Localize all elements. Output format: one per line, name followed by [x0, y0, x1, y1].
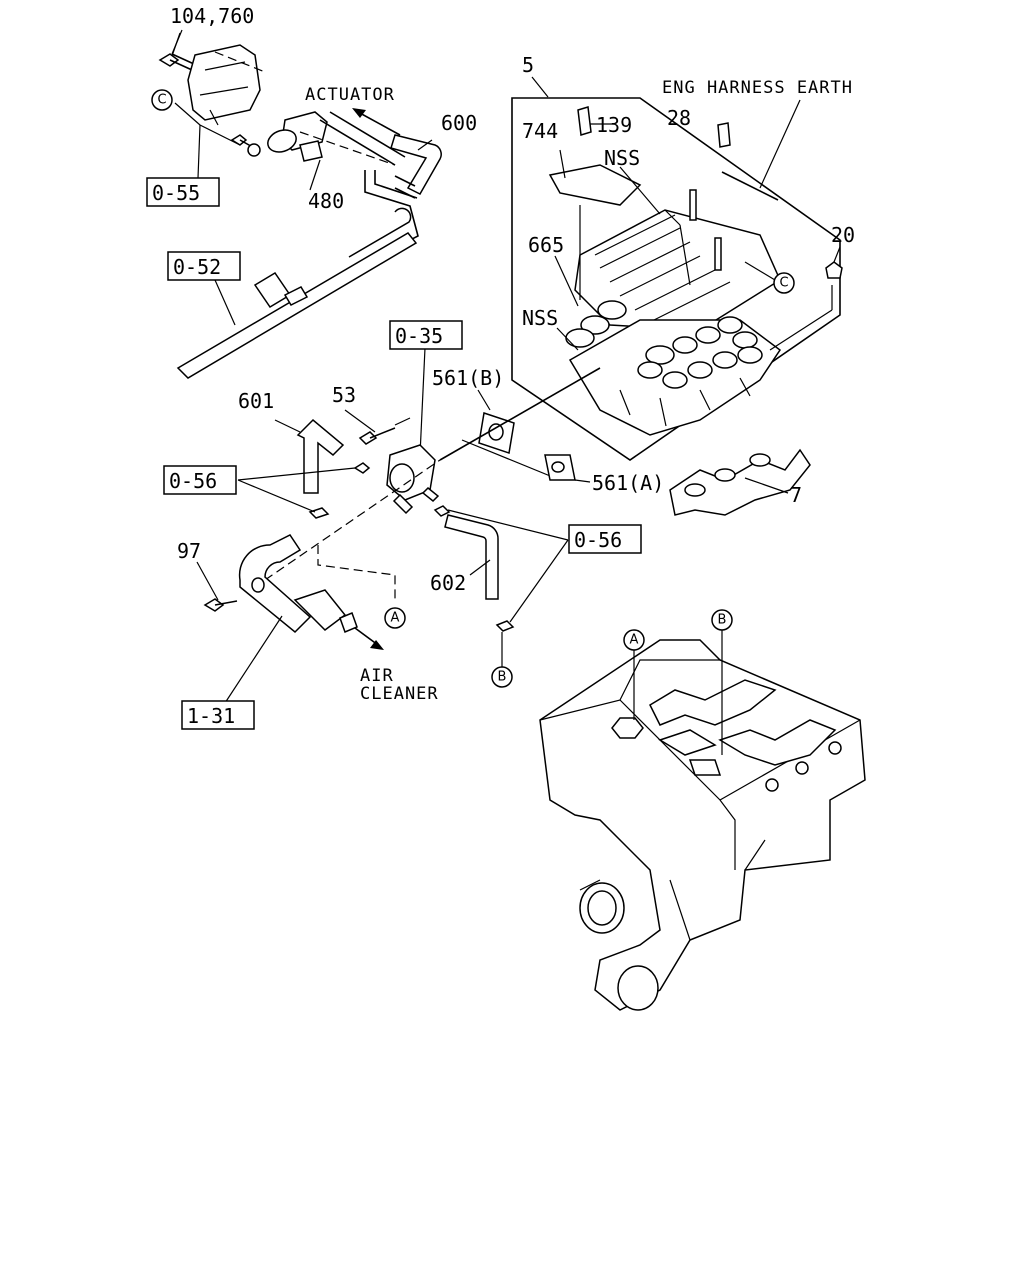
svg-text:B: B: [718, 613, 727, 628]
svg-text:A: A: [391, 611, 400, 626]
svg-text:0-56: 0-56: [169, 469, 217, 493]
svg-text:0-56: 0-56: [574, 528, 622, 552]
label-561b: 561(B): [432, 366, 504, 390]
gasket-561b: [439, 367, 601, 481]
label-561a: 561(A): [592, 471, 664, 495]
ref-box-0-52[interactable]: 0-52: [167, 251, 241, 281]
throttle-body-assembly: [196, 347, 569, 704]
label-480: 480: [308, 189, 344, 213]
svg-text:1-31: 1-31: [187, 704, 235, 728]
svg-text:0-55: 0-55: [152, 181, 200, 205]
label-600: 600: [441, 111, 477, 135]
ref-box-1-31[interactable]: 1-31: [181, 700, 255, 730]
svg-text:0-52: 0-52: [173, 255, 221, 279]
label-nss-mid: NSS: [522, 306, 558, 330]
label-7: 7: [790, 483, 802, 507]
engine-block: [539, 630, 866, 1011]
label-104-760: 104,760: [170, 4, 254, 28]
ref-box-0-55[interactable]: 0-55: [146, 177, 220, 207]
connector-markers: C C A B A B: [151, 89, 795, 688]
part-labels: 104,760 5 ACTUATOR 600 480 744 139 NSS E…: [170, 4, 855, 704]
connector-b-lower: B: [491, 632, 513, 688]
svg-text:0-35: 0-35: [395, 324, 443, 348]
connector-a-lower: A: [384, 607, 406, 629]
ref-box-0-35[interactable]: 0-35: [389, 320, 463, 350]
label-139: 139: [596, 113, 632, 137]
label-nss-top: NSS: [604, 146, 640, 170]
connector-c-left: C: [151, 89, 173, 111]
label-cleaner: CLEANER: [360, 684, 439, 704]
label-28: 28: [667, 106, 691, 130]
label-air: AIR: [360, 666, 394, 686]
svg-text:C: C: [157, 93, 166, 108]
label-601: 601: [238, 389, 274, 413]
svg-text:B: B: [498, 670, 507, 685]
intake-manifold-assembly: [511, 76, 843, 461]
ref-box-0-56-right[interactable]: 0-56: [568, 524, 642, 554]
ref-box-0-56-left[interactable]: 0-56: [163, 465, 237, 495]
gasket-7: [669, 448, 811, 516]
svg-text:A: A: [630, 633, 639, 648]
manifold-ports: [565, 300, 763, 389]
connector-a-engine: A: [623, 629, 645, 651]
label-97: 97: [177, 539, 201, 563]
connector-b-engine: B: [711, 609, 733, 631]
label-744: 744: [522, 119, 558, 143]
label-eng-harness-earth: ENG HARNESS EARTH: [662, 78, 853, 98]
gasket-561a: [544, 454, 591, 483]
connector-c-right: C: [773, 272, 795, 294]
label-665: 665: [528, 233, 564, 257]
svg-text:C: C: [779, 276, 788, 291]
label-20: 20: [831, 223, 855, 247]
label-602: 602: [430, 571, 466, 595]
top-left-leaders: [171, 32, 433, 326]
label-53: 53: [332, 383, 356, 407]
reference-boxes: 0-55 0-52 0-35 0-56 0-56 1-31: [146, 177, 642, 730]
label-5: 5: [522, 53, 534, 77]
label-actuator: ACTUATOR: [305, 85, 395, 105]
actuator-bracket-assembly: [158, 29, 442, 379]
